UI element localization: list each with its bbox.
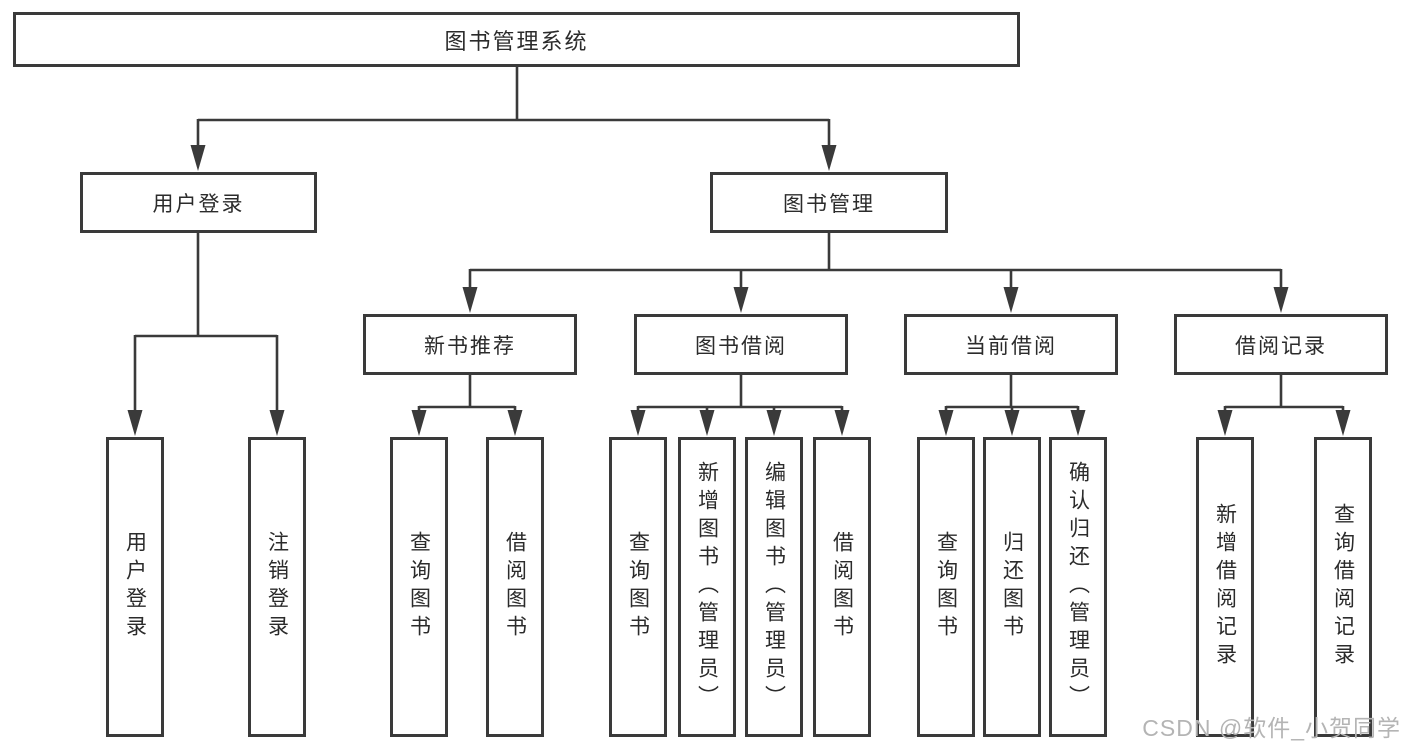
arrowhead: [1335, 410, 1351, 436]
leaf-confirm-return-admin: 确认归还（管理员）: [1049, 437, 1107, 737]
node-new-book-recommendation: 新书推荐: [363, 314, 577, 375]
node-label: 图书管理: [783, 192, 875, 216]
node-book-borrowing: 图书借阅: [634, 314, 848, 375]
watermark: CSDN @软件_小贺同学: [1142, 715, 1401, 741]
leaf-label: 确认归还（管理员）: [1066, 461, 1090, 713]
node-label: 图书借阅: [695, 334, 787, 358]
arrowhead: [1003, 287, 1019, 313]
node-label: 图书管理系统: [444, 28, 589, 54]
arrowhead: [733, 287, 749, 313]
leaf-query-books-current: 查询图书: [917, 437, 975, 737]
node-label: 借阅记录: [1235, 334, 1327, 358]
leaf-borrow-books-recommend: 借阅图书: [486, 437, 544, 737]
node-user-login: 用户登录: [80, 172, 317, 233]
node-current-borrowing: 当前借阅: [904, 314, 1118, 375]
leaf-borrow-books: 借阅图书: [813, 437, 871, 737]
arrowhead: [834, 410, 850, 436]
leaf-label: 查询图书: [626, 531, 650, 643]
arrowhead: [1004, 410, 1020, 436]
node-book-management: 图书管理: [710, 172, 948, 233]
node-borrowing-records: 借阅记录: [1174, 314, 1388, 375]
leaf-label: 用户登录: [123, 531, 147, 643]
arrowhead: [411, 410, 427, 436]
leaf-label: 归还图书: [1000, 531, 1024, 643]
arrowhead: [630, 410, 646, 436]
arrowhead: [1217, 410, 1233, 436]
leaf-label: 新增图书（管理员）: [695, 461, 719, 713]
arrowhead: [127, 410, 143, 436]
leaf-user-login: 用户登录: [106, 437, 164, 737]
leaf-label: 查询图书: [407, 531, 431, 643]
leaf-label: 借阅图书: [503, 531, 527, 643]
leaf-query-books-borrow: 查询图书: [609, 437, 667, 737]
leaf-add-borrow-record: 新增借阅记录: [1196, 437, 1254, 737]
arrowhead: [699, 410, 715, 436]
node-label: 当前借阅: [965, 334, 1057, 358]
leaf-query-books-recommend: 查询图书: [390, 437, 448, 737]
leaf-label: 查询图书: [934, 531, 958, 643]
arrowhead: [462, 287, 478, 313]
leaf-add-books-admin: 新增图书（管理员）: [678, 437, 736, 737]
leaf-query-borrow-record: 查询借阅记录: [1314, 437, 1372, 737]
arrowhead: [507, 410, 523, 436]
leaf-label: 注销登录: [265, 531, 289, 643]
leaf-logout: 注销登录: [248, 437, 306, 737]
arrowhead: [269, 410, 285, 436]
leaf-edit-books-admin: 编辑图书（管理员）: [745, 437, 803, 737]
arrowhead: [938, 410, 954, 436]
leaf-label: 编辑图书（管理员）: [762, 461, 786, 713]
arrowhead: [1070, 410, 1086, 436]
leaf-label: 新增借阅记录: [1213, 503, 1237, 671]
arrowhead: [1273, 287, 1289, 313]
node-label: 新书推荐: [424, 334, 516, 358]
arrowhead: [190, 145, 206, 171]
arrowhead: [766, 410, 782, 436]
leaf-label: 借阅图书: [830, 531, 854, 643]
node-library-management-system: 图书管理系统: [13, 12, 1020, 67]
leaf-return-books: 归还图书: [983, 437, 1041, 737]
leaf-label: 查询借阅记录: [1331, 503, 1355, 671]
arrowhead: [821, 145, 837, 171]
node-label: 用户登录: [152, 192, 245, 216]
